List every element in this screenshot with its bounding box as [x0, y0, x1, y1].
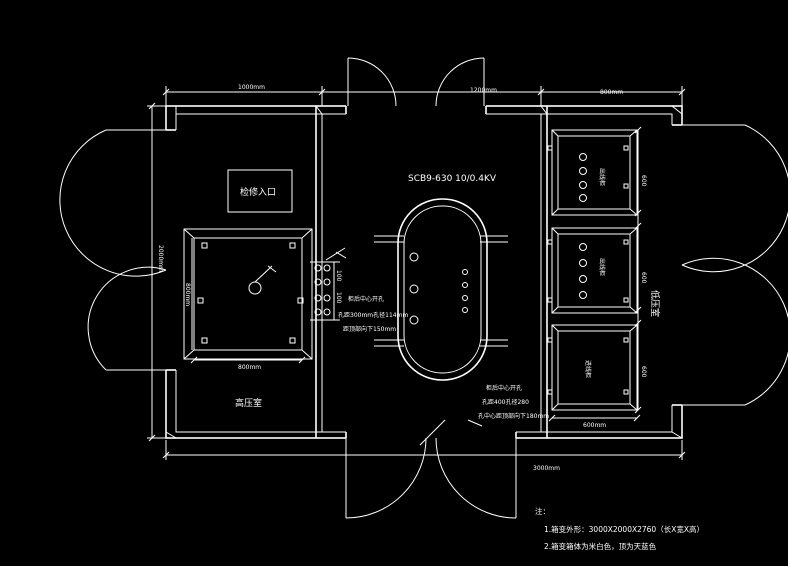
- dim-right-width: 800mm: [600, 89, 623, 96]
- hv-note-3: 距顶部向下150mm: [343, 325, 396, 333]
- lv-note-3: 孔中心距顶部向下180mm: [478, 412, 549, 420]
- dimension-lines: [147, 86, 686, 460]
- lv-note-2: 孔距400孔径280: [482, 398, 529, 406]
- cable-pit: [183, 228, 313, 364]
- hv-mounting-holes: [310, 247, 347, 321]
- notes-title: 注：: [535, 506, 550, 516]
- dim-left-height: 2000mm: [157, 245, 164, 272]
- high-voltage-room-label: 高压室: [235, 397, 262, 409]
- cabinet-2-label: 出线柜: [598, 258, 606, 276]
- inspection-entry-label: 检修入口: [240, 186, 276, 198]
- hv-note-2: 孔距300mm孔径114mm: [338, 311, 408, 319]
- dim-middle-width: 1200mm: [470, 87, 497, 94]
- dim-right-col-3: 600: [640, 366, 647, 378]
- lv-cabinets: [547, 126, 642, 422]
- low-voltage-room-label: 低压室: [649, 290, 661, 317]
- notes-line-2: 2.箱变箱体为米白色，顶为天蓝色: [544, 541, 657, 551]
- transformer: [374, 198, 508, 446]
- cabinet-3-label: 进线柜: [584, 360, 592, 378]
- doors: [59, 57, 788, 519]
- outer-walls: [164, 104, 684, 440]
- transformer-model-label: SCB9-630 10/0.4KV: [408, 174, 497, 184]
- dim-right-bottom: 600mm: [583, 422, 606, 429]
- dim-right-col-2: 600: [640, 272, 647, 284]
- dim-small-b: 100: [335, 292, 342, 304]
- cabinet-1-label: 出线柜: [598, 168, 606, 186]
- hv-note-1: 柜后中心开孔: [348, 295, 384, 303]
- inspection-entry-box: [227, 169, 293, 213]
- dim-pit-width: 800mm: [238, 364, 261, 371]
- dim-pit-height: 800mm: [184, 283, 191, 306]
- dim-left-width: 1000mm: [238, 84, 265, 91]
- lv-note-1: 柜后中心开孔: [486, 384, 522, 392]
- dim-total-width: 3000mm: [533, 465, 560, 472]
- notes-line-1: 1.箱变外形：3000X2000X2760（长X宽X高）: [544, 524, 704, 534]
- dim-right-col-1: 600: [640, 175, 647, 187]
- dim-small-a: 100: [335, 270, 342, 282]
